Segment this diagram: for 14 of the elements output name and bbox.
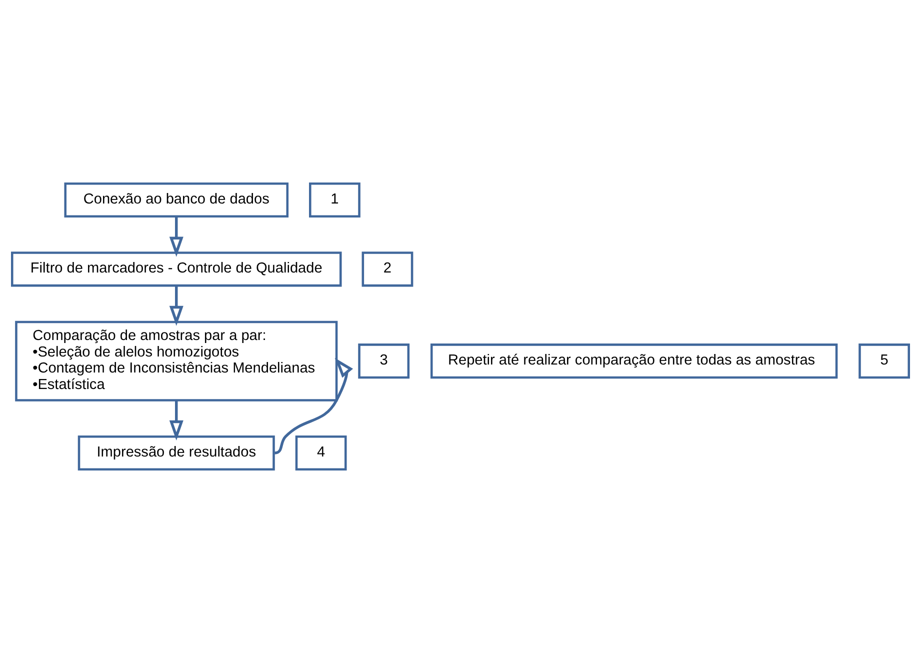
node-box: Conexão ao banco de dados xyxy=(64,182,289,218)
arrow xyxy=(274,358,354,454)
node-box: 5 xyxy=(858,344,910,379)
arrow xyxy=(169,216,184,257)
node-box: 1 xyxy=(309,182,360,218)
node-box: 3 xyxy=(358,344,410,379)
arrow xyxy=(169,286,184,326)
node-box: Filtro de marcadores - Controle de Qualidade xyxy=(11,252,342,287)
node-box: 2 xyxy=(362,252,414,287)
node-box: 4 xyxy=(295,435,347,470)
node-box: Comparação de amostras par a par: •Seleção de alelos homozigotos •Contagem de Inconsistências Mendelianas •Estatística xyxy=(15,320,338,402)
node-box: Repetir até realizar comparação entre todas as amostras xyxy=(430,344,838,379)
node-box: Impressão de resultados xyxy=(78,435,275,470)
arrow xyxy=(169,400,184,440)
